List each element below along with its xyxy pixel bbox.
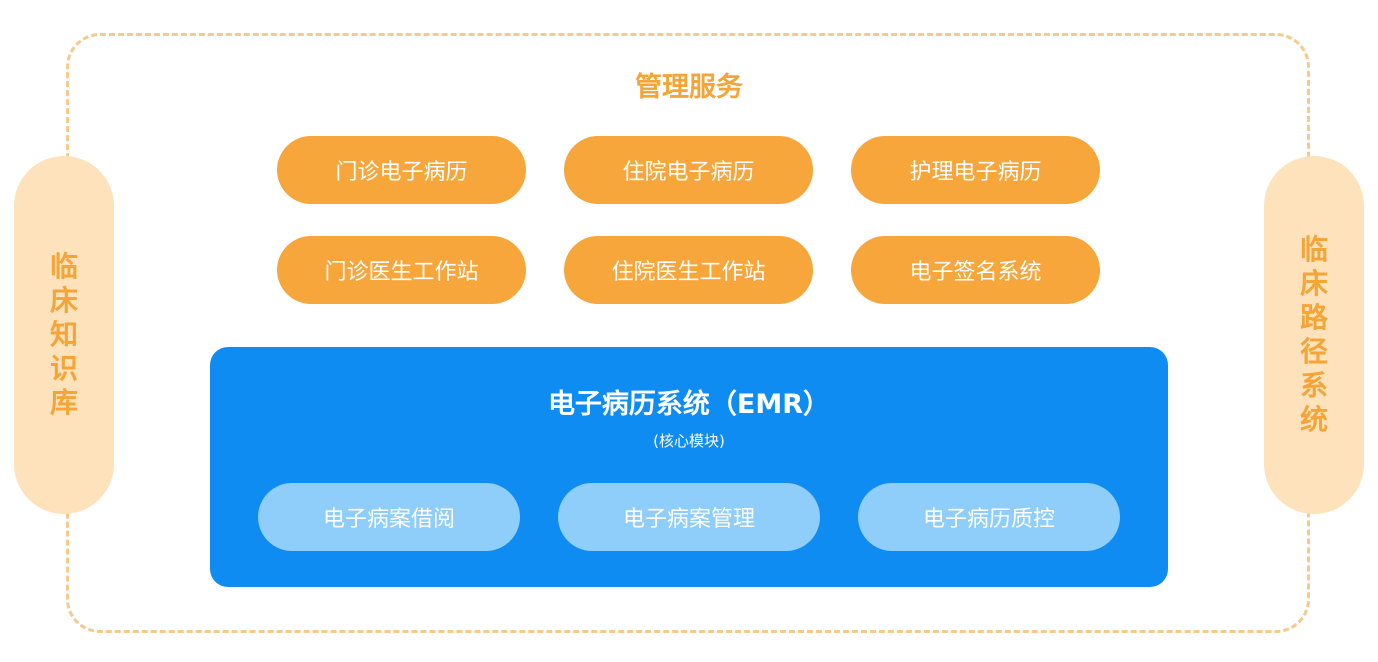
clinical-pathway-system-label: 临床路径系统	[1299, 233, 1328, 436]
service-nursing-emr: 护理电子病历	[851, 136, 1100, 204]
clinical-pathway-system-pill: 临床路径系统	[1264, 156, 1364, 514]
clinical-knowledge-base-pill: 临床知识库	[14, 156, 114, 514]
emr-subtitle: (核心模块)	[653, 432, 725, 450]
service-inpatient-doctor-workstation: 住院医生工作站	[564, 236, 813, 304]
clinical-knowledge-base-label: 临床知识库	[49, 250, 78, 419]
management-services-grid: 门诊电子病历 住院电子病历 护理电子病历 门诊医生工作站 住院医生工作站 电子签…	[277, 136, 1101, 304]
management-services-title: 管理服务	[635, 72, 743, 103]
service-outpatient-doctor-workstation: 门诊医生工作站	[277, 236, 526, 304]
module-record-borrowing: 电子病案借阅	[258, 483, 520, 551]
emr-modules-row: 电子病案借阅 电子病案管理 电子病历质控	[258, 483, 1120, 551]
service-outpatient-emr: 门诊电子病历	[277, 136, 526, 204]
emr-core-box: 电子病历系统（EMR） (核心模块) 电子病案借阅 电子病案管理 电子病历质控	[210, 347, 1168, 587]
service-inpatient-emr: 住院电子病历	[564, 136, 813, 204]
module-record-quality-control: 电子病历质控	[858, 483, 1120, 551]
emr-title: 电子病历系统（EMR）	[547, 389, 831, 420]
service-electronic-signature: 电子签名系统	[851, 236, 1100, 304]
module-record-management: 电子病案管理	[558, 483, 820, 551]
